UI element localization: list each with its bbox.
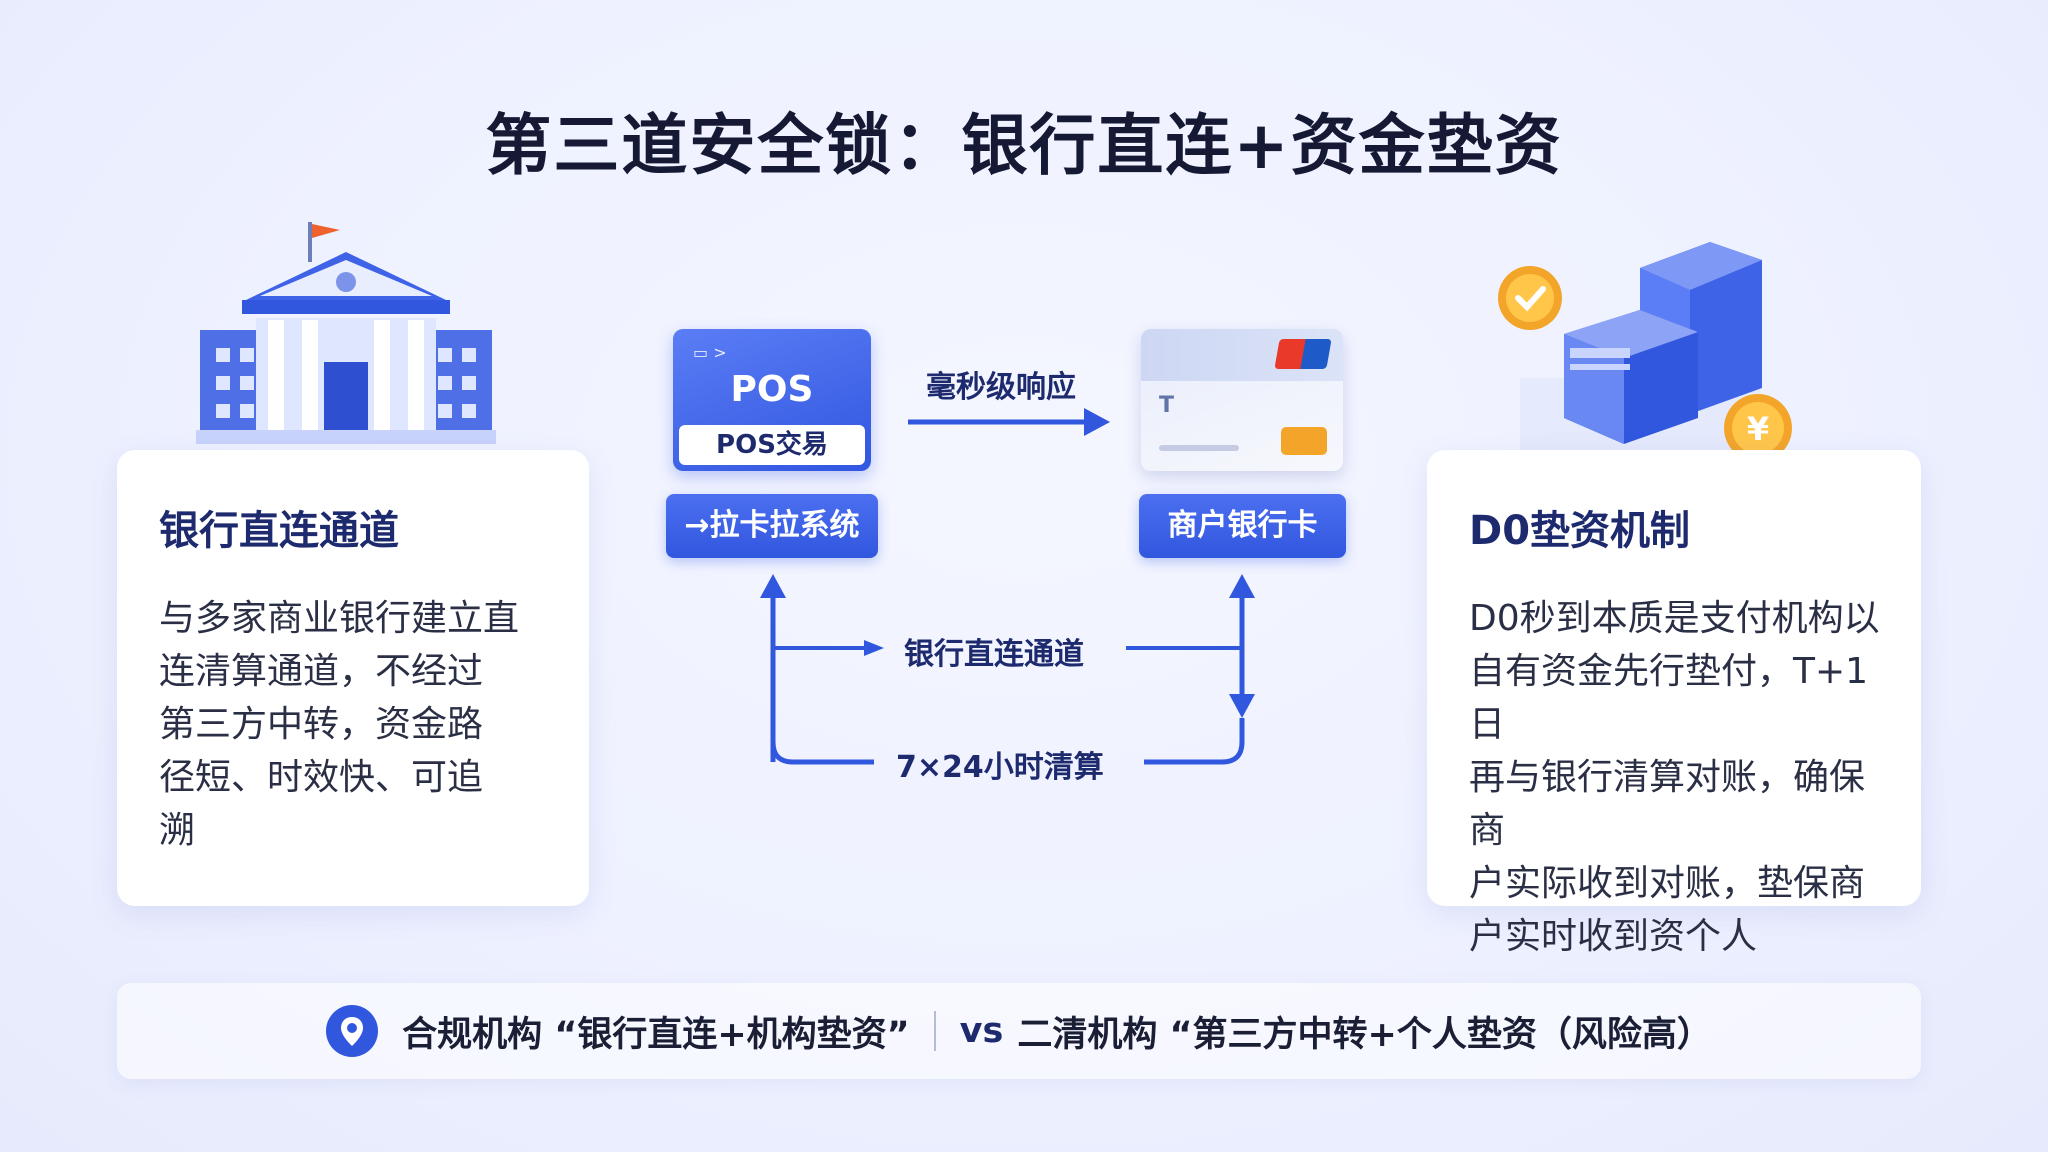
body-line: 再与银行清算对账，确保商	[1469, 757, 1866, 851]
merchant-bank-card: T	[1141, 329, 1343, 471]
d0-advance-title: D0垫资机制	[1469, 508, 1691, 554]
fund-stack-icon: ¥	[1498, 242, 1792, 462]
pos-label: POS	[730, 369, 814, 410]
location-pin-icon	[326, 1005, 379, 1057]
response-arrowhead	[1084, 408, 1110, 436]
body-line: D0秒到本质是支付机构以	[1469, 598, 1880, 639]
lakala-system-label: →拉卡拉系统	[666, 494, 878, 558]
body-line: 与多家商业银行建立直	[159, 598, 520, 639]
body-line: 径短、时效快、可追	[159, 757, 484, 798]
pos-caption: POS交易	[679, 425, 865, 465]
d0-advance-body: D0秒到本质是支付机构以 自有资金先行垫付，T+1日 再与银行清算对账，确保商 …	[1469, 592, 1881, 963]
bank-building-icon	[196, 222, 496, 444]
right-up-arrowhead	[1229, 574, 1255, 598]
body-line: 自有资金先行垫付，T+1日	[1469, 651, 1869, 745]
direct-channel-label: 银行直连通道	[904, 637, 1084, 672]
direct-left-arrowhead	[864, 640, 884, 656]
vs-text: vs	[959, 1011, 1004, 1051]
merchant-bank-card-label: 商户银行卡	[1139, 494, 1346, 558]
card-number-line	[1159, 445, 1239, 451]
pos-terminal-card: ▭ > POS POS交易	[673, 329, 871, 471]
body-line: 户实际收到对账，垫保商	[1469, 863, 1866, 904]
body-line: 第三方中转，资金路	[159, 704, 484, 745]
response-label: 毫秒级响应	[926, 370, 1076, 405]
settle-loop-left	[770, 741, 874, 765]
right-down-arrowhead	[1229, 694, 1255, 718]
unionpay-logo-icon	[1274, 339, 1332, 369]
svg-text:¥: ¥	[1747, 410, 1769, 448]
body-line: 连清算通道，不经过	[159, 651, 484, 692]
settle-loop-right	[1144, 718, 1245, 765]
chip-icon	[1281, 427, 1327, 455]
bank-direct-body: 与多家商业银行建立直 连清算通道，不经过 第三方中转，资金路 径短、时效快、可追…	[159, 592, 549, 857]
card-icon: ▭ >	[693, 343, 727, 362]
risky-text: 二清机构 “第三方中转+个人垫资（风险高）	[1017, 1014, 1712, 1055]
left-up-arrowhead	[760, 574, 786, 598]
compliant-text: 合规机构 “银行直连+机构垫资”	[402, 1014, 910, 1055]
d0-advance-card: D0垫资机制 D0秒到本质是支付机构以 自有资金先行垫付，T+1日 再与银行清算…	[1427, 450, 1921, 957]
comparison-bar: 合规机构 “银行直连+机构垫资” vs 二清机构 “第三方中转+个人垫资（风险高…	[117, 983, 1921, 1079]
body-line: 户实时收到资个人	[1469, 916, 1758, 957]
bank-direct-title: 银行直连通道	[159, 508, 399, 554]
settlement-label: 7×24小时清算	[896, 750, 1104, 785]
page-title: 第三道安全锁：银行直连+资金垫资	[485, 107, 1563, 184]
divider	[933, 1011, 936, 1051]
body-line: 溯	[159, 810, 196, 851]
card-letter: T	[1159, 393, 1175, 418]
bank-direct-card: 银行直连通道 与多家商业银行建立直 连清算通道，不经过 第三方中转，资金路 径短…	[117, 450, 589, 906]
